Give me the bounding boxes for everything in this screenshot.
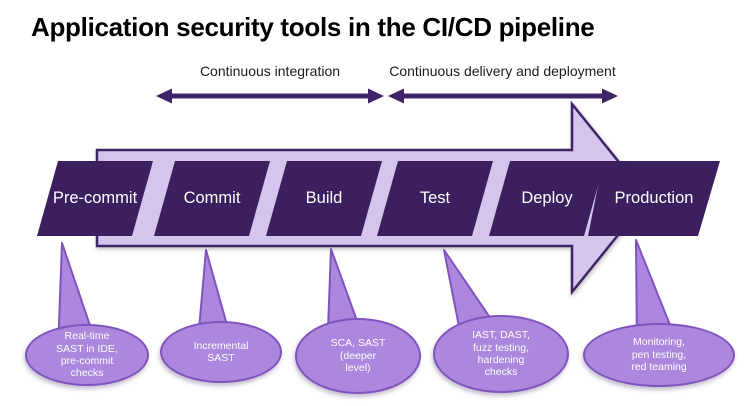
ci-arrow-shaft bbox=[168, 93, 372, 99]
callout-test: IAST, DAST, fuzz testing, hardening chec… bbox=[433, 315, 569, 393]
stage-pre-commit: Pre-commit bbox=[37, 161, 153, 236]
callout-line: pre-commit bbox=[60, 355, 114, 367]
callout-pre-commit: Real-time SAST in IDE, pre-commit checks bbox=[25, 324, 149, 386]
callout-line: pen testing, bbox=[631, 348, 687, 361]
cd-arrow-left-head bbox=[388, 88, 404, 104]
stage-label: Build bbox=[305, 189, 343, 207]
pipeline-arrow bbox=[95, 100, 650, 296]
stage-label: Deploy bbox=[521, 189, 573, 207]
stage-label: Commit bbox=[183, 189, 241, 207]
diagram-title: Application security tools in the CI/CD … bbox=[31, 12, 595, 42]
callout-line: Incremental bbox=[193, 339, 249, 352]
callout-line: Monitoring, bbox=[633, 336, 685, 349]
phase-label-continuous-delivery: Continuous delivery and deployment bbox=[389, 63, 616, 79]
callout-line: SAST bbox=[207, 352, 235, 364]
callout-line: checks bbox=[484, 366, 518, 379]
stage-label: Production bbox=[614, 189, 694, 207]
callout-commit: Incremental SAST bbox=[160, 321, 282, 383]
stage-label: Test bbox=[419, 189, 451, 207]
callout-line: SAST in IDE, bbox=[56, 342, 118, 355]
callout-line: level) bbox=[345, 362, 371, 375]
stage-test: Test bbox=[377, 161, 493, 236]
stage-commit: Commit bbox=[154, 161, 270, 236]
callout-build: SCA, SAST (deeper level) bbox=[295, 318, 421, 394]
callout-line: IAST, DAST, bbox=[472, 329, 530, 342]
cd-arrow-right-head bbox=[602, 88, 618, 104]
callout-line: hardening bbox=[477, 354, 525, 366]
callout-production: Monitoring, pen testing, red teaming bbox=[583, 323, 735, 387]
callout-line: Real-time bbox=[64, 330, 110, 343]
phase-label-continuous-integration: Continuous integration bbox=[199, 63, 341, 79]
cd-span-double-arrow bbox=[388, 88, 618, 104]
ci-arrow-right-head bbox=[368, 88, 384, 104]
callout-line: SCA, SAST bbox=[330, 337, 386, 350]
callout-line: (deeper bbox=[339, 349, 377, 362]
stage-build: Build bbox=[266, 161, 382, 236]
stage-production: Production bbox=[588, 161, 720, 236]
ci-arrow-left-head bbox=[156, 88, 172, 104]
stage-deploy: Deploy bbox=[489, 161, 605, 236]
callout-line: checks bbox=[70, 367, 104, 380]
callout-line: red teaming bbox=[631, 361, 687, 374]
stage-label: Pre-commit bbox=[52, 189, 138, 207]
ci-span-double-arrow bbox=[156, 88, 384, 104]
cd-arrow-shaft bbox=[400, 93, 604, 99]
callout-line: fuzz testing, bbox=[472, 341, 530, 354]
